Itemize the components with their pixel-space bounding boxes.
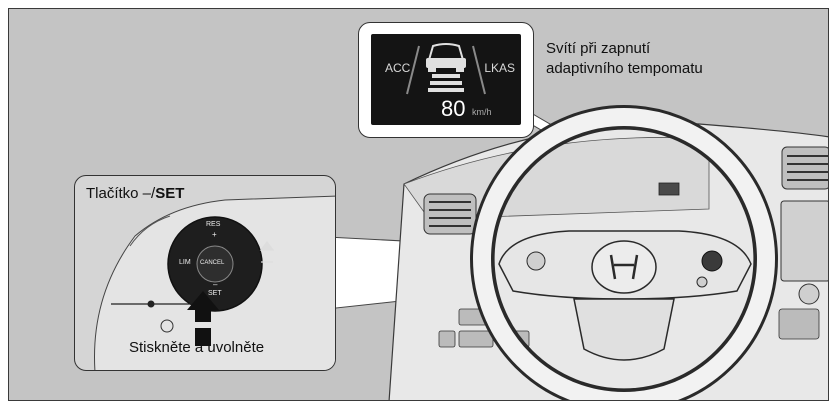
minus-label: – [213,280,218,289]
display-callout: ACC LKAS 80 km/h [358,22,534,138]
lkas-label: LKAS [484,61,515,75]
lane-line-left [406,45,420,95]
button-label: Tlačítko –/SET [86,185,184,203]
set-label: SET [208,290,222,297]
right-air-vent [781,146,828,190]
distance-bars [428,74,464,92]
button-label-prefix: Tlačítko –/ [86,185,156,202]
illustration-frame: RES + LIM CANCEL – SET [8,8,829,401]
dashboard-drawing [326,105,828,400]
left-air-vent [423,193,477,235]
res-label: RES [206,221,221,228]
set-button-location [701,250,723,272]
speed-unit: km/h [472,107,492,117]
steering-wheel [470,105,778,400]
center-knob [798,283,820,305]
plus-label: + [212,230,217,239]
press-instruction: Stiskněte a uvolněte [129,339,265,356]
center-screen [780,200,828,282]
lane-line-right [472,45,486,95]
car-icon [426,43,466,72]
display-caption-line1: Svítí při zapnutí [546,40,651,57]
press-arrow [187,291,219,322]
display-caption-line2: adaptivního tempomatu [546,60,703,77]
set-speed: 80 [441,96,466,121]
display-graphics [406,43,486,95]
cancel-button [196,245,234,283]
button-label-set: SET [155,185,185,202]
button-pad-drawing [94,195,335,370]
acc-label: ACC [385,61,411,75]
instrument-display: ACC LKAS 80 km/h [371,34,521,125]
button-inset: RES + LIM CANCEL – SET [74,175,336,371]
lim-label: LIM [179,259,191,266]
display-caption: Svítí při zapnutí adaptivního tempomatu [546,39,776,79]
indicator-lamp [658,182,680,196]
cancel-label: CANCEL [200,260,225,266]
